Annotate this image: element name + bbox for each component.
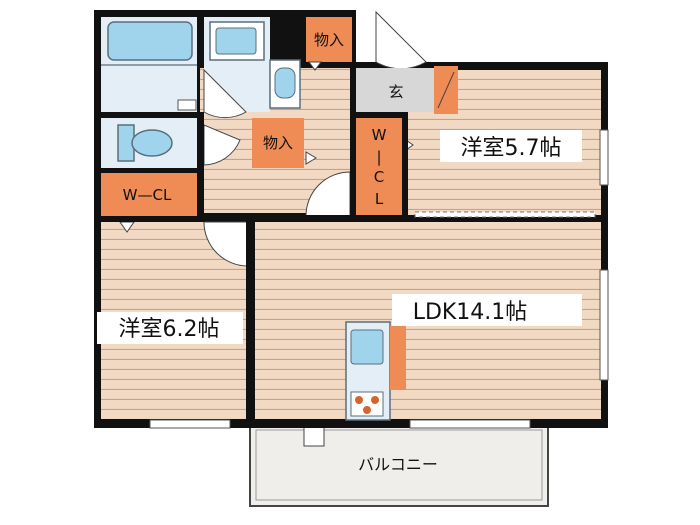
entrance-label: 玄	[388, 83, 403, 101]
entrance	[356, 68, 434, 112]
balcony-area	[249, 423, 549, 507]
washroom-door	[203, 68, 247, 119]
storage-mid	[252, 118, 304, 168]
walk-in-closet	[356, 118, 402, 215]
ldk-label: LDK14.1帖	[413, 300, 528, 325]
wic-label-l: L	[375, 190, 384, 208]
wic-label-bar: |	[376, 148, 381, 166]
storage-top-label: 物入	[314, 31, 344, 49]
wic-label-w: W	[372, 126, 387, 144]
storage-mid-label: 物入	[263, 134, 293, 152]
bathtub-icon	[107, 21, 193, 61]
kitchen-shelf	[390, 326, 406, 390]
storage-top	[306, 17, 352, 62]
toilet-bowl-icon	[131, 129, 173, 157]
hallway-door	[305, 171, 351, 217]
balcony-label: バルコニー	[358, 455, 438, 474]
wic-label-c: C	[374, 168, 384, 186]
western-room-a-label: 洋室5.7帖	[461, 136, 562, 161]
toilet-door	[203, 124, 241, 166]
closet-side-label: W—CL	[123, 186, 172, 204]
kitchen-sink-icon	[350, 329, 384, 365]
closet-side	[101, 173, 197, 217]
western-room-b-label: 洋室6.2帖	[119, 317, 220, 342]
